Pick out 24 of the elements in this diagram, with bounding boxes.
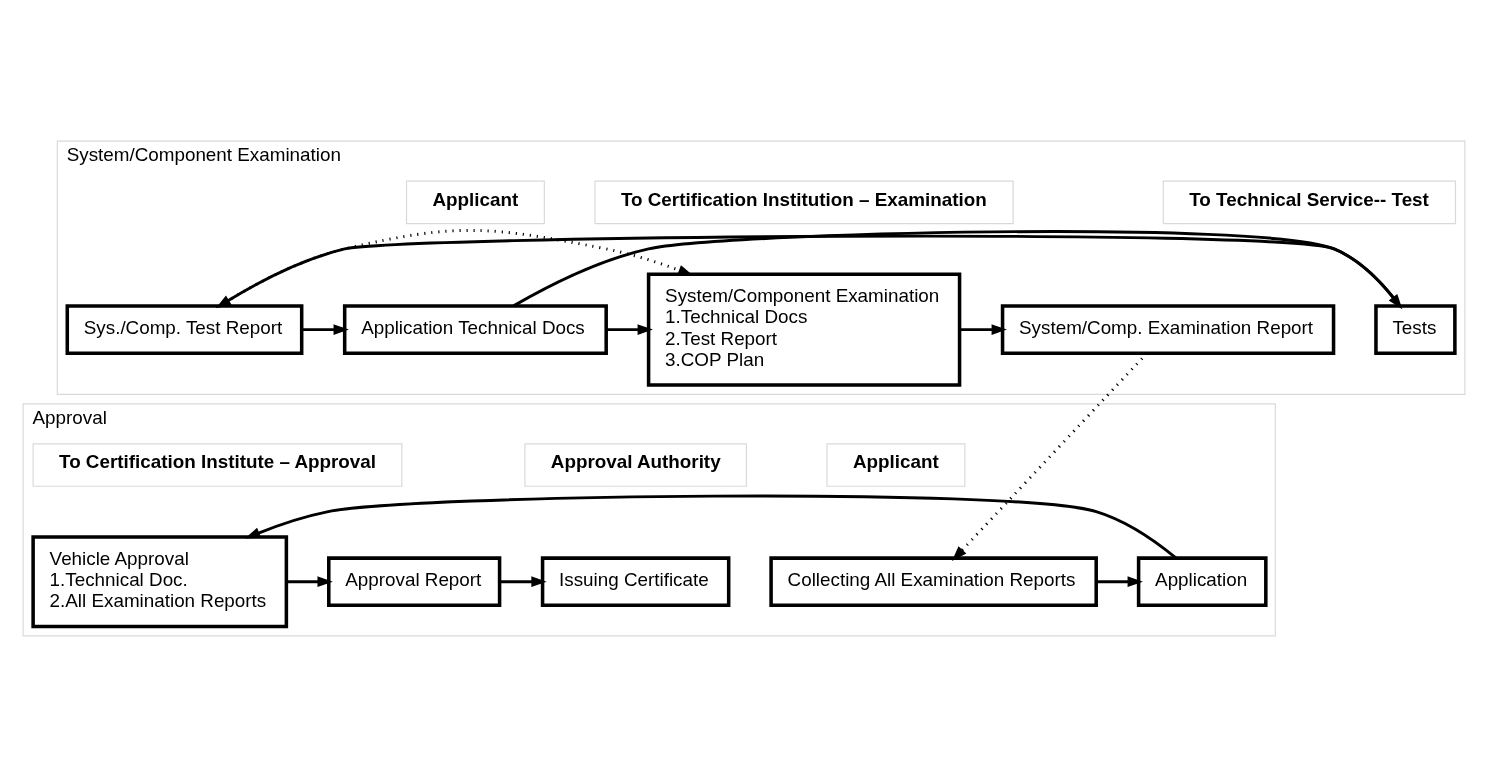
node-box: Sys./Comp. Test Report: [65, 303, 304, 355]
node-box: Issuing Certificate: [540, 555, 731, 607]
node-box: Application: [1136, 555, 1268, 607]
node-box: Application Technical Docs: [342, 303, 608, 355]
node-box: To Certification Institute – Approval: [32, 442, 403, 487]
node-box: Tests: [1374, 303, 1457, 355]
node-box: To Technical Service-- Test: [1162, 180, 1457, 224]
arrow: [302, 323, 349, 335]
node-box: Applicant: [826, 442, 966, 487]
arrow: [286, 575, 333, 587]
node-box: System/Component Examination 1.Technical Docs 2.Test Report 3.COP Plan: [646, 271, 962, 387]
node-box: Approval Authority: [524, 442, 747, 487]
node-box: Vehicle Approval 1.Technical Doc. 2.All Examination Reports: [31, 534, 289, 628]
node-box: Applicant: [405, 180, 545, 224]
arrow: [244, 494, 1178, 559]
node-box: System/Comp. Examination Report: [1000, 303, 1336, 355]
arrow: [959, 323, 1007, 335]
arrow: [499, 575, 547, 587]
arrow: [606, 323, 653, 335]
arrow: [1096, 575, 1143, 587]
arrow: [951, 351, 1148, 561]
node-box: To Certification Institution – Examination: [594, 180, 1014, 224]
node-box: Approval Report: [327, 555, 502, 607]
node-box: Collecting All Examination Reports: [769, 555, 1098, 607]
